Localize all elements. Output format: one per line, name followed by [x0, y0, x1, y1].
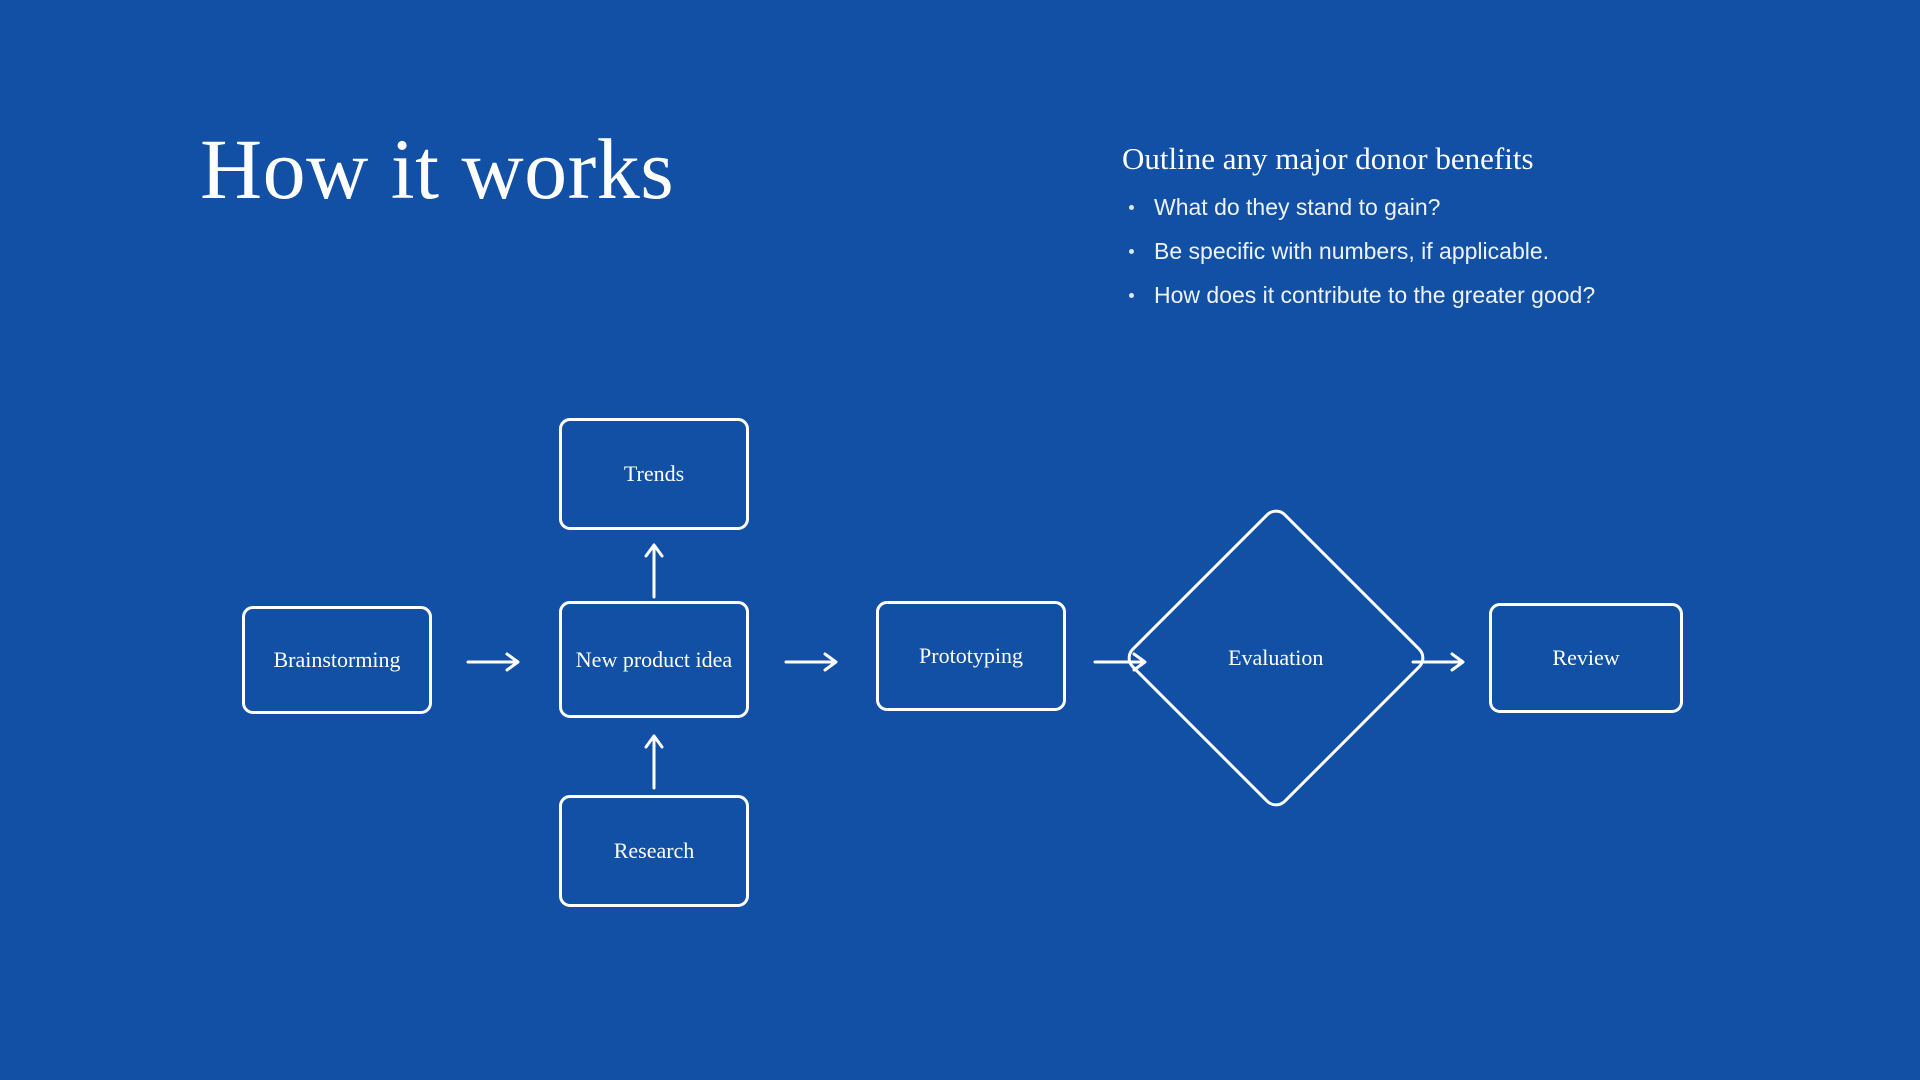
- flow-node-review[interactable]: Review: [1489, 603, 1683, 713]
- flow-node-label: Brainstorming: [273, 647, 401, 672]
- list-item-label: What do they stand to gain?: [1154, 194, 1441, 221]
- notes-heading: Outline any major donor benefits: [1122, 141, 1534, 176]
- list-item: How does it contribute to the greater go…: [1122, 281, 1682, 311]
- flow-node-research[interactable]: Research: [559, 795, 749, 907]
- flow-node-label: Prototyping: [919, 643, 1023, 668]
- list-item-label: How does it contribute to the greater go…: [1154, 281, 1596, 308]
- notes-block: Outline any major donor benefits What do…: [1122, 140, 1682, 325]
- bullet-icon: [1129, 249, 1134, 255]
- flow-node-brainstorming[interactable]: Brainstorming: [242, 606, 432, 714]
- flow-node-label: Evaluation: [1228, 645, 1324, 670]
- arrow-right-icon: [784, 652, 838, 672]
- flow-node-evaluation[interactable]: Evaluation: [1121, 503, 1431, 813]
- notes-list: What do they stand to gain? Be specific …: [1122, 193, 1682, 311]
- list-item-label: Be specific with numbers, if applicable.: [1154, 238, 1550, 265]
- arrow-up-icon: [644, 734, 664, 790]
- arrow-right-icon: [1411, 652, 1465, 672]
- arrow-right-icon: [466, 652, 520, 672]
- flow-node-label: Trends: [623, 461, 685, 486]
- list-item: What do they stand to gain?: [1122, 193, 1682, 223]
- flow-node-label: Research: [613, 838, 695, 863]
- flow-node-prototyping[interactable]: Prototyping: [876, 601, 1066, 711]
- flow-node-new-product-idea[interactable]: New product idea: [559, 601, 749, 718]
- list-item: Be specific with numbers, if applicable.: [1122, 237, 1682, 267]
- arrow-right-icon: [1093, 652, 1147, 672]
- bullet-icon: [1129, 292, 1134, 298]
- bullet-icon: [1129, 205, 1134, 211]
- flow-node-label: Review: [1552, 645, 1620, 670]
- flow-node-label: New product idea: [575, 646, 733, 672]
- flow-node-trends[interactable]: Trends: [559, 418, 749, 530]
- arrow-up-icon: [644, 543, 664, 599]
- page-title: How it works: [200, 121, 675, 217]
